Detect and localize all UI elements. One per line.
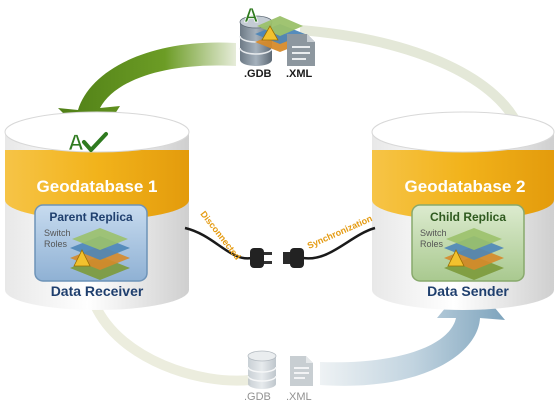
- checkmark-icon: [82, 132, 108, 152]
- xml-document-icon: [290, 356, 313, 386]
- top-right-faint-arc: [299, 25, 525, 133]
- parent-replica-panel: Parent Replica Switch Roles: [34, 204, 148, 282]
- map-layers-icon: [70, 228, 130, 280]
- gdb-label: .GDB: [244, 391, 271, 403]
- bottom-left-faint-arc: [90, 302, 251, 386]
- child-replica-label: Child Replica: [430, 210, 506, 224]
- right-plug-icon: [283, 248, 304, 268]
- xml-label: .XML: [286, 68, 313, 80]
- badge-letter: A: [68, 130, 84, 155]
- data-sender-label: Data Sender: [427, 283, 509, 299]
- parent-replica-label: Parent Replica: [49, 210, 133, 224]
- left-cable: [184, 226, 253, 260]
- right-cable: [302, 226, 376, 260]
- switch-roles-text-1: Switch: [44, 228, 71, 238]
- bottom-export-icons: .GDB .XML: [244, 350, 313, 403]
- left-plug-icon: [250, 248, 272, 268]
- switch-roles-text-1: Switch: [420, 228, 447, 238]
- map-layers-icon: [444, 228, 504, 280]
- geodatabase-1-title: Geodatabase 1: [37, 177, 158, 196]
- data-receiver-label: Data Receiver: [51, 283, 144, 299]
- geodatabase-2-title: Geodatabase 2: [405, 177, 526, 196]
- xml-label: .XML: [286, 391, 312, 403]
- child-replica-panel: Child Replica Switch Roles: [411, 204, 525, 282]
- top-export-icons: A .GDB .XML: [239, 5, 315, 80]
- gdb-label: .GDB: [244, 68, 272, 80]
- switch-roles-text-2: Roles: [420, 239, 444, 249]
- switch-roles-text-2: Roles: [44, 239, 68, 249]
- xml-document-icon: [287, 34, 315, 66]
- a-check-badge: A: [68, 130, 108, 155]
- database-icon: [247, 350, 277, 389]
- badge-letter: A: [244, 5, 258, 27]
